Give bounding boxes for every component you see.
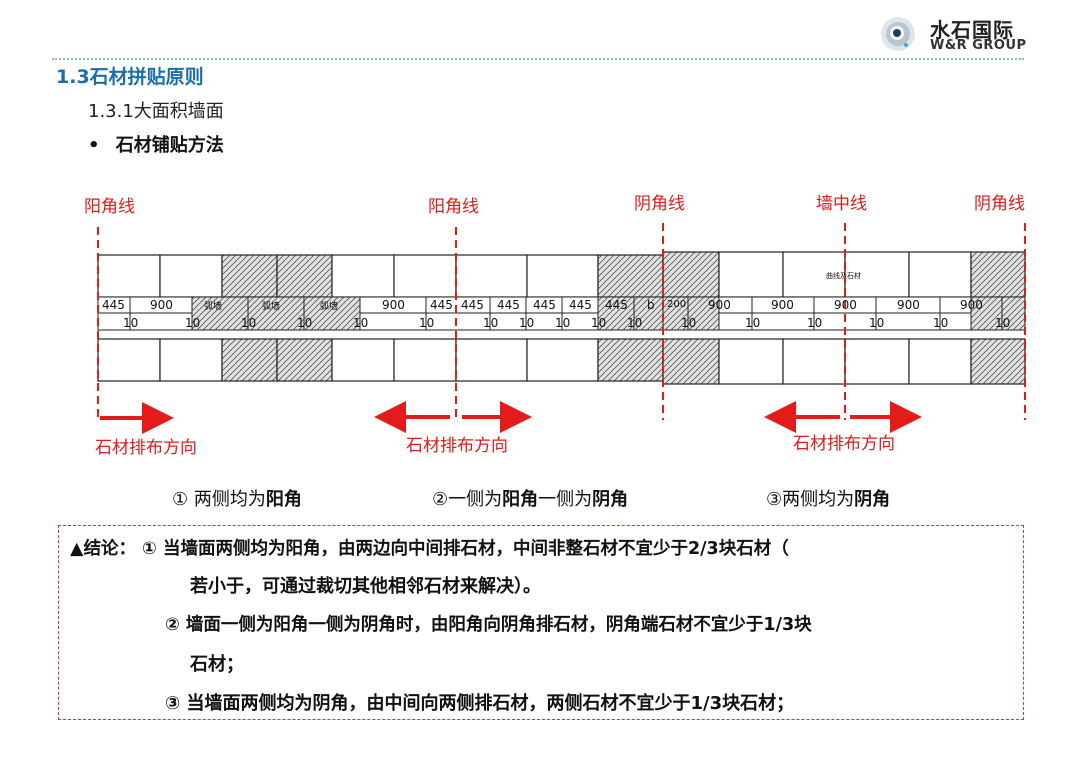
company-logo: 水石国际 W&R GROUP: [878, 12, 1028, 56]
joint-label: 10: [123, 316, 138, 330]
direction-arrows: [100, 401, 922, 434]
direction-label-3: 石材排布方向: [793, 434, 895, 454]
tile-label: 曲线及石材: [826, 271, 861, 280]
joint-label: 10: [419, 316, 434, 330]
dim-label: 445: [461, 298, 484, 312]
joint-label: 10: [483, 316, 498, 330]
dimension-labels: 445 900 弧墙 弧墙 弧墙 900 445 445 445 445 445…: [102, 298, 983, 312]
joint-label: 10: [555, 316, 570, 330]
dim-label: 900: [771, 298, 794, 312]
dim-label: 弧墙: [262, 300, 280, 312]
dim-label: 900: [150, 298, 173, 312]
dim-label: 900: [897, 298, 920, 312]
joint-label: 10: [297, 316, 312, 330]
conclusion-line-1: ▲结论： ① 当墙面两侧均为阳角，由两边向中间排石材，中间非整石材不宜少于2/3…: [70, 539, 789, 559]
caption-2: ②一侧为阳角一侧为阴角: [432, 489, 629, 510]
joint-label: 10: [241, 316, 256, 330]
joint-label: 10: [681, 316, 696, 330]
dim-label: 弧墙: [204, 300, 222, 312]
bullet-text: 石材铺贴方法: [115, 135, 224, 156]
middle-band: [97, 296, 1026, 331]
conclusion-line-3: ② 墙面一侧为阳角一侧为阴角时，由阳角向阴角排石材，阴角端石材不宜少于1/3块: [165, 615, 812, 635]
caption-3: ③两侧均为阴角: [766, 489, 891, 510]
joint-label: 10: [185, 316, 200, 330]
caption-1: ① 两侧均为阳角: [172, 489, 302, 510]
conclusion-line-4: 石材；: [190, 654, 244, 675]
line-label-2: 阳角线: [428, 197, 479, 217]
subsection-title: 1.3.1大面积墙面: [88, 101, 224, 122]
stone-layout-diagram: 阳角线 阳角线 阴角线 墙中线 阴角线 曲线及石材: [84, 194, 1026, 458]
logo-icon: [881, 17, 915, 51]
header-divider: [52, 58, 1024, 60]
upper-tile-row: [97, 251, 1026, 298]
line-label-3: 阴角线: [634, 194, 685, 214]
dim-label: 445: [430, 298, 453, 312]
joint-ticks: [129, 313, 1003, 330]
joint-label: 10: [869, 316, 884, 330]
dim-label: 200: [667, 299, 686, 310]
dim-label: 445: [605, 298, 628, 312]
dimension-dividers: [129, 297, 1003, 313]
joint-label: 10: [807, 316, 822, 330]
lower-tile-row: [97, 338, 1026, 385]
dim-label: 445: [497, 298, 520, 312]
dim-label: 445: [102, 298, 125, 312]
dim-label: 445: [569, 298, 592, 312]
joint-label: 10: [353, 316, 368, 330]
reference-lines: [97, 223, 1026, 420]
bullet-marker: •: [88, 135, 100, 156]
joint-label: 10: [745, 316, 760, 330]
joint-label: 10: [933, 316, 948, 330]
joint-label: 10: [591, 316, 606, 330]
joint-label: 10: [995, 316, 1010, 330]
section-title: 1.3石材拼贴原则: [56, 66, 204, 88]
direction-label-1: 石材排布方向: [95, 438, 197, 458]
line-label-4: 墙中线: [816, 194, 867, 214]
line-label-1: 阳角线: [84, 197, 135, 217]
dim-label: 900: [960, 298, 983, 312]
dim-label: 445: [533, 298, 556, 312]
conclusion-line-5: ③ 当墙面两侧均为阴角，由中间向两侧排石材，两侧石材不宜少于1/3块石材；: [165, 693, 795, 714]
joint-label: 10: [627, 316, 642, 330]
joint-label: 10: [519, 316, 534, 330]
bullet-item: • 石材铺贴方法: [88, 131, 224, 157]
dim-label: b: [647, 298, 655, 312]
dim-label: 900: [708, 298, 731, 312]
conclusion-box: [58, 525, 1024, 720]
direction-label-2: 石材排布方向: [406, 436, 508, 456]
logo-text-en: W&R GROUP: [930, 38, 1027, 53]
line-label-5: 阴角线: [974, 194, 1025, 214]
dim-label: 弧墙: [320, 300, 338, 312]
conclusion-line-2: 若小于，可通过裁切其他相邻石材来解决）。: [190, 576, 541, 597]
dim-label: 900: [382, 298, 405, 312]
logo-text-cn: 水石国际: [930, 18, 1014, 42]
joint-labels: 10 10 10 10 10 10 10 10 10 10 10 10 10 1…: [123, 316, 1010, 330]
